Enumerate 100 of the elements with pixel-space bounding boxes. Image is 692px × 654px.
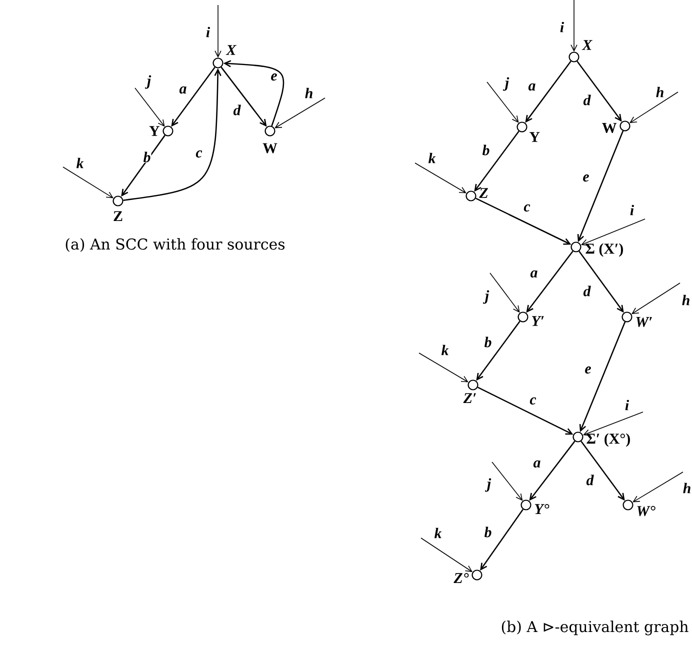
caption: (b) A ⊳-equivalent graph xyxy=(502,620,688,636)
node-circle xyxy=(620,120,630,132)
arrow xyxy=(578,250,624,313)
source-arrow xyxy=(214,4,222,58)
node-circle xyxy=(622,312,632,322)
arrow xyxy=(220,66,267,127)
edge-label: c xyxy=(195,150,203,158)
edge-label: d xyxy=(582,94,592,106)
arrow xyxy=(580,440,625,501)
node-circle xyxy=(466,190,476,202)
arrow xyxy=(579,322,626,432)
arrow xyxy=(121,134,166,197)
source-arrow xyxy=(629,92,678,124)
arrow xyxy=(576,60,622,122)
node-label: W xyxy=(262,143,278,154)
edge-label: k xyxy=(76,157,84,169)
source-arrow xyxy=(582,412,644,436)
node-label: X xyxy=(582,40,592,50)
edge-label: d xyxy=(582,285,592,297)
node-label: Z° xyxy=(454,573,469,583)
source-arrow xyxy=(580,218,646,246)
edge-label: j xyxy=(144,74,152,90)
node-circle xyxy=(468,380,478,390)
edge-label: k xyxy=(440,344,450,356)
edge-label: j xyxy=(484,478,492,492)
source-arrow xyxy=(631,282,680,314)
edge-label: i xyxy=(205,26,211,38)
node-label: W° xyxy=(637,506,656,516)
edge-label: h xyxy=(304,87,314,99)
node-circle xyxy=(520,500,532,510)
node-circle xyxy=(622,500,634,510)
source-arrow xyxy=(134,88,165,127)
edge-label: a xyxy=(530,270,538,278)
source-arrow xyxy=(570,0,578,52)
node-label: Z′ xyxy=(463,393,476,403)
node-label: Σ (X′) xyxy=(586,243,623,257)
arrow xyxy=(577,130,624,242)
node-circle xyxy=(516,122,528,132)
node-label: X xyxy=(226,45,236,55)
source-arrow xyxy=(418,352,468,382)
arrow xyxy=(526,250,574,313)
arrow xyxy=(171,66,216,127)
node-circle xyxy=(568,52,580,62)
node-label: Y xyxy=(529,132,540,142)
arrow xyxy=(529,440,576,501)
node-label: Y° xyxy=(534,504,550,514)
source-arrow xyxy=(486,82,519,123)
node-circle xyxy=(570,242,582,252)
node-circle xyxy=(212,58,224,68)
arrow xyxy=(476,320,520,381)
curved-arrow xyxy=(123,68,222,201)
edge-label: i xyxy=(559,21,565,33)
edge-label: j xyxy=(482,290,490,304)
curved-arrow xyxy=(223,60,284,126)
edge-label: b xyxy=(482,144,490,156)
edge-label: a xyxy=(178,86,188,94)
edge-label: d xyxy=(232,104,242,116)
edge-label: b xyxy=(142,151,152,163)
source-arrow xyxy=(492,462,523,501)
edge-label: i xyxy=(629,204,635,216)
edge-label: h xyxy=(681,294,691,306)
node-label: Z xyxy=(114,211,122,221)
arrow xyxy=(476,198,572,245)
edge-label: h xyxy=(655,86,665,98)
source-arrow xyxy=(632,472,684,502)
source-arrow xyxy=(490,272,520,313)
node-label: W xyxy=(602,123,617,133)
node-circle xyxy=(518,312,528,322)
edge-label: k xyxy=(428,152,436,164)
node-label: Y xyxy=(149,126,160,136)
edge-label: b xyxy=(484,336,492,348)
edge-label: e xyxy=(270,72,278,82)
edge-label: e xyxy=(582,174,590,182)
edge-label: h xyxy=(682,482,692,494)
source-arrow xyxy=(62,166,114,198)
node-circle xyxy=(572,432,584,442)
node-circle xyxy=(264,126,276,136)
edge-label: b xyxy=(484,526,492,538)
edge-label: a xyxy=(532,460,542,468)
edge-label: e xyxy=(584,366,592,374)
node-label: Z xyxy=(479,188,488,198)
edge-label: i xyxy=(624,399,630,411)
node-circle xyxy=(472,570,482,580)
caption: (a) An SCC with four sources xyxy=(66,238,285,252)
arrow xyxy=(477,386,574,435)
node-circle xyxy=(162,126,174,136)
arrow xyxy=(480,508,524,571)
edge-label: a xyxy=(528,82,536,92)
arrow xyxy=(474,130,520,192)
node-circle xyxy=(112,196,124,206)
node-label: Y′ xyxy=(532,316,544,326)
source-arrow xyxy=(420,538,473,572)
edge-label: d xyxy=(586,474,594,486)
edge-label: k xyxy=(434,527,442,539)
edge-label: c xyxy=(523,204,531,212)
edge-label: c xyxy=(529,396,537,406)
node-label: W′ xyxy=(636,317,652,327)
node-label: Σ′ (X°) xyxy=(586,433,630,447)
source-arrow xyxy=(274,98,326,128)
arrow xyxy=(525,60,572,123)
